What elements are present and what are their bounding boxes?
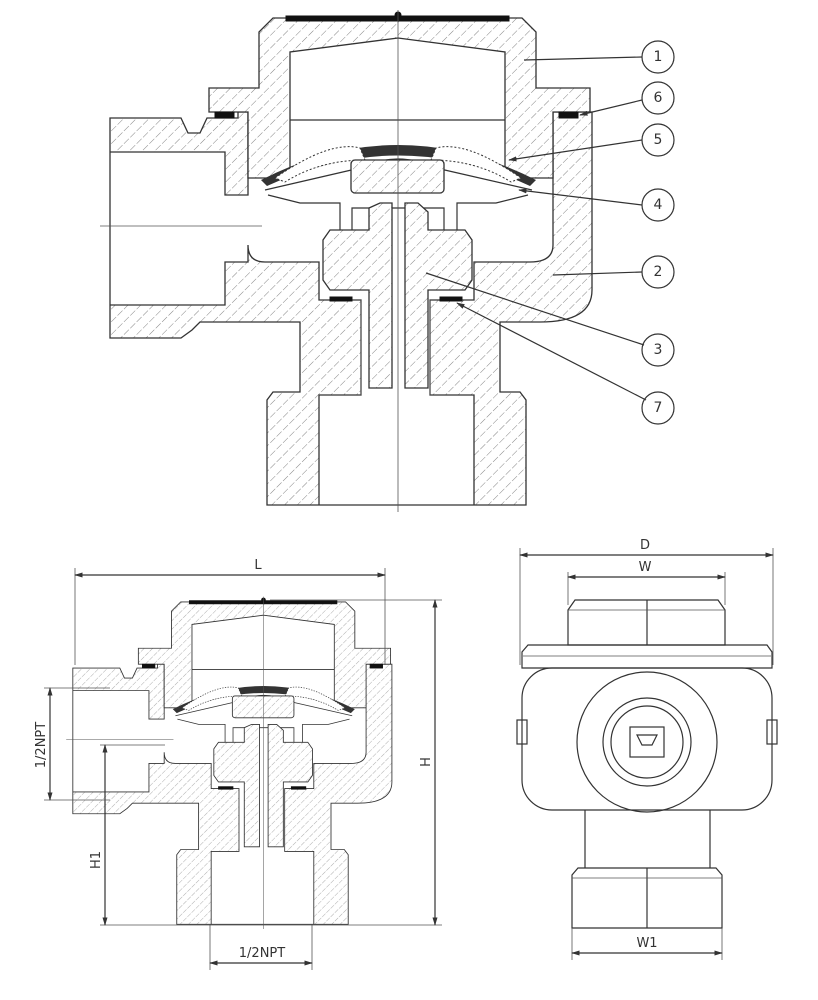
- dimension-label-2: 5: [654, 132, 663, 148]
- dimension-label-w: W: [639, 560, 652, 575]
- dimension-label-h1: H1: [89, 851, 104, 869]
- callout-2: 2: [641, 255, 675, 289]
- dimension-label-3: 4: [654, 197, 663, 213]
- section-view: [99, 9, 593, 513]
- dimensions-left: L H H1 1/2NPT 1/2NPT: [34, 558, 442, 970]
- callouts: 1 6 5 4 2 3 7: [425, 40, 675, 425]
- dimension-label-0: 1: [654, 49, 663, 65]
- dimension-label-5: 3: [654, 342, 663, 358]
- callout-5: 5: [641, 123, 675, 157]
- dimension-label-outlet_thread: 1/2NPT: [239, 946, 285, 961]
- dimension-label-w1: W1: [636, 936, 657, 951]
- callout-7: 7: [641, 391, 675, 425]
- dimension-label-h: H: [419, 757, 434, 767]
- callout-6: 6: [641, 81, 675, 115]
- dimension-label-6: 7: [654, 400, 663, 416]
- dimension-label-d: D: [640, 538, 650, 553]
- dimensioned-section-view: [65, 596, 393, 930]
- callout-1: 1: [641, 40, 675, 74]
- dimension-label-inlet_thread: 1/2NPT: [34, 722, 49, 768]
- dimension-label-l: L: [254, 558, 262, 573]
- dimension-label-1: 6: [654, 90, 663, 106]
- front-view: D W W1: [516, 538, 778, 960]
- dimension-label-4: 2: [654, 264, 663, 280]
- callout-4: 4: [641, 188, 675, 222]
- callout-3: 3: [641, 333, 675, 367]
